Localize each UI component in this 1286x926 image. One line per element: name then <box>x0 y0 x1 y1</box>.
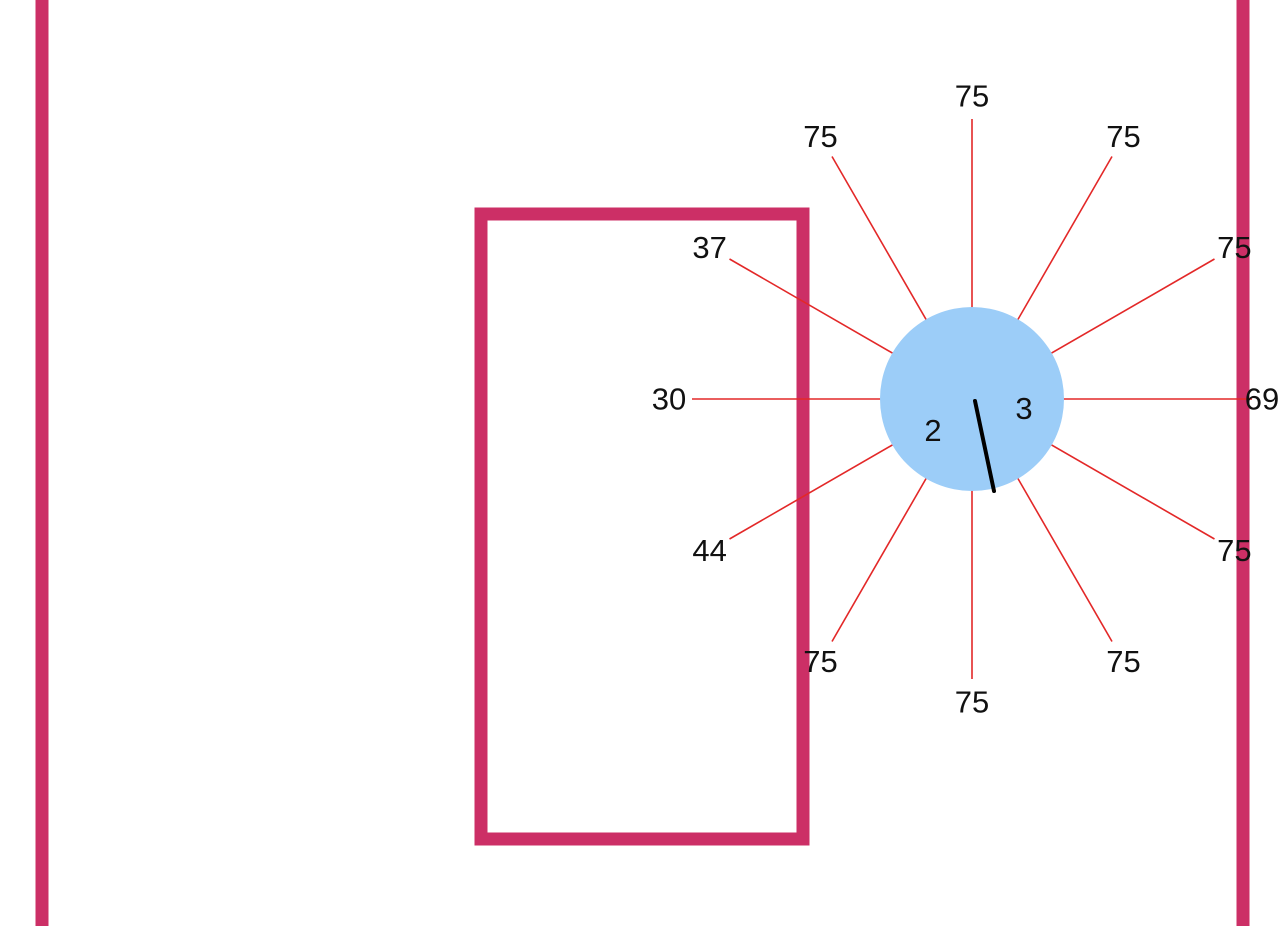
robot-body <box>880 307 1064 491</box>
sensor-reading-300: 75 <box>1106 644 1140 679</box>
region-label-3: 3 <box>1015 391 1032 426</box>
sensor-reading-240: 75 <box>803 644 837 679</box>
obstacle-box <box>474 207 810 846</box>
sensor-reading-180: 30 <box>652 382 686 417</box>
sensor-reading-210: 44 <box>692 533 726 568</box>
sensor-reading-0: 69 <box>1245 382 1279 417</box>
sensor-reading-270: 75 <box>955 685 989 720</box>
sensor-reading-90: 75 <box>955 79 989 114</box>
sensor-rays: 69 75 75 75 75 37 30 44 75 75 75 75 <box>652 79 1279 720</box>
heading-indicator <box>973 399 996 493</box>
region-label-2: 2 <box>924 413 941 448</box>
sensor-reading-30: 75 <box>1217 230 1251 265</box>
sensor-reading-60: 75 <box>1106 119 1140 154</box>
sensor-reading-330: 75 <box>1217 533 1251 568</box>
sensor-reading-150: 37 <box>692 230 726 265</box>
sensor-reading-120: 75 <box>803 119 837 154</box>
